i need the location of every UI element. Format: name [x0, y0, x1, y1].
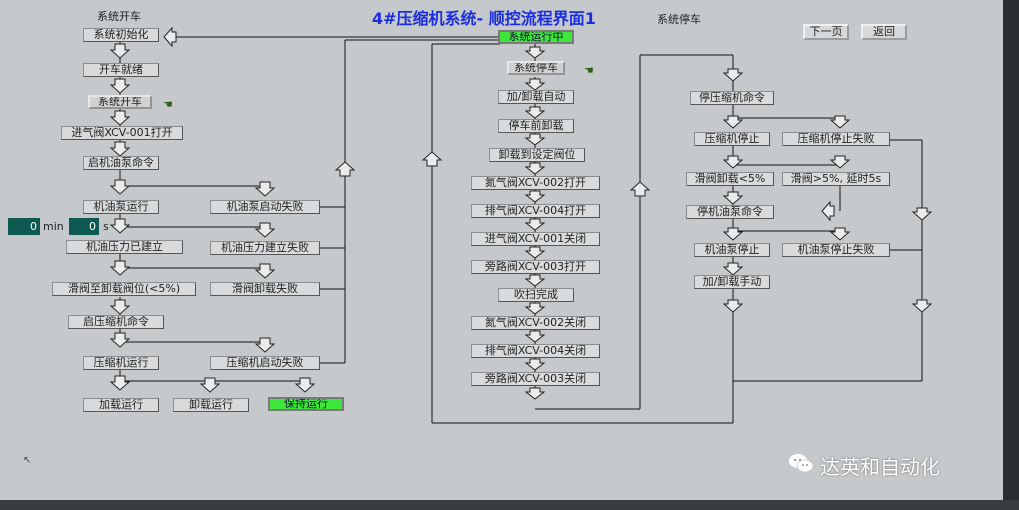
step-bypass-valve-close[interactable]: 旁路阀XCV-003关闭 — [471, 372, 600, 386]
page-title: 4#压缩机系统- 顺控流程界面1 — [372, 9, 596, 28]
hmi-screen: 4#压缩机系统- 顺控流程界面1 系统开车 系统停车 下一页 返回 系统初始化 … — [8, 9, 940, 479]
step-oil-pressure-fail[interactable]: 机油压力建立失败 — [210, 241, 320, 255]
step-hold-run-active[interactable]: 保持运行 — [268, 397, 344, 411]
step-oil-pressure-ok[interactable]: 机油压力已建立 — [66, 240, 183, 254]
step-unload-setpoint[interactable]: 卸载到设定阀位 — [489, 148, 585, 162]
step-load-run[interactable]: 加载运行 — [83, 398, 159, 412]
step-inlet-valve-open[interactable]: 进气阀XCV-001打开 — [61, 126, 183, 140]
step-slide-valve-fail[interactable]: 滑阀卸载失败 — [210, 282, 320, 296]
step-oil-pump-start-fail[interactable]: 机油泵启动失败 — [210, 200, 320, 214]
step-compressor-command[interactable]: 启压缩机命令 — [68, 315, 164, 329]
next-page-button[interactable]: 下一页 — [803, 24, 849, 40]
step-load-manual[interactable]: 加/卸载手动 — [694, 275, 770, 289]
step-oil-pump-stop-fail[interactable]: 机油泵停止失败 — [782, 243, 890, 257]
step-compressor-stop-command[interactable]: 停压缩机命令 — [690, 91, 774, 105]
step-start-ready[interactable]: 开车就绪 — [83, 63, 159, 77]
hand-pointer-icon: ☚ — [163, 98, 173, 111]
step-compressor-stopped[interactable]: 压缩机停止 — [694, 132, 770, 146]
step-exhaust-valve-open[interactable]: 排气阀XCV-004打开 — [471, 204, 600, 218]
step-compressor-stop-fail[interactable]: 压缩机停止失败 — [782, 132, 890, 146]
step-slide-valve-unload[interactable]: 滑阀至卸载阀位(<5%) — [52, 282, 196, 296]
step-compressor-running[interactable]: 压缩机运行 — [83, 356, 159, 370]
step-load-auto[interactable]: 加/卸载自动 — [498, 90, 574, 104]
step-oil-pump-command[interactable]: 启机油泵命令 — [83, 156, 159, 170]
status-system-running: 系统运行中 — [498, 30, 574, 44]
hand-pointer-icon: ☚ — [584, 64, 594, 77]
wechat-icon — [789, 454, 814, 473]
step-bypass-valve-open[interactable]: 旁路阀XCV-003打开 — [471, 260, 600, 274]
system-start-button[interactable]: 系统开车 — [88, 95, 152, 109]
step-slide-gt5-delay[interactable]: 滑阀>5%, 延时5s — [782, 172, 890, 186]
watermark: 达英和自动化 — [820, 455, 940, 479]
step-oil-pump-stop-command[interactable]: 停机油泵命令 — [686, 205, 774, 219]
system-stop-button[interactable]: 系统停车 — [507, 61, 565, 75]
monitor-bezel — [1003, 0, 1019, 510]
step-purge-done[interactable]: 吹扫完成 — [498, 288, 574, 302]
timer-sec-display: 0 — [69, 218, 99, 235]
step-system-init[interactable]: 系统初始化 — [83, 28, 159, 42]
step-unload-run[interactable]: 卸载运行 — [173, 398, 249, 412]
back-button[interactable]: 返回 — [861, 24, 907, 40]
start-section-header: 系统开车 — [97, 10, 141, 23]
step-slide-unload-lt5[interactable]: 滑阀卸载<5% — [686, 172, 774, 186]
timer-sec-unit: s — [103, 220, 109, 233]
timer-min-unit: min — [43, 220, 64, 233]
step-exhaust-valve-close[interactable]: 排气阀XCV-004关闭 — [471, 344, 600, 358]
step-oil-pump-running[interactable]: 机油泵运行 — [83, 200, 159, 214]
step-inlet-valve-close[interactable]: 进气阀XCV-001关闭 — [471, 232, 600, 246]
step-oil-pump-stopped[interactable]: 机油泵停止 — [694, 243, 770, 257]
step-n2-valve-open[interactable]: 氮气阀XCV-002打开 — [471, 176, 600, 190]
monitor-bottom-edge — [0, 500, 1019, 510]
stop-section-header: 系统停车 — [657, 13, 701, 26]
timer-min-display: 0 — [8, 218, 40, 235]
step-compressor-start-fail[interactable]: 压缩机启动失败 — [210, 356, 320, 370]
step-n2-valve-close[interactable]: 氮气阀XCV-002关闭 — [471, 316, 600, 330]
mouse-cursor-icon: ↖ — [23, 455, 32, 466]
step-pre-stop-unload[interactable]: 停车前卸载 — [498, 119, 574, 133]
flow-lines — [109, 26, 933, 424]
